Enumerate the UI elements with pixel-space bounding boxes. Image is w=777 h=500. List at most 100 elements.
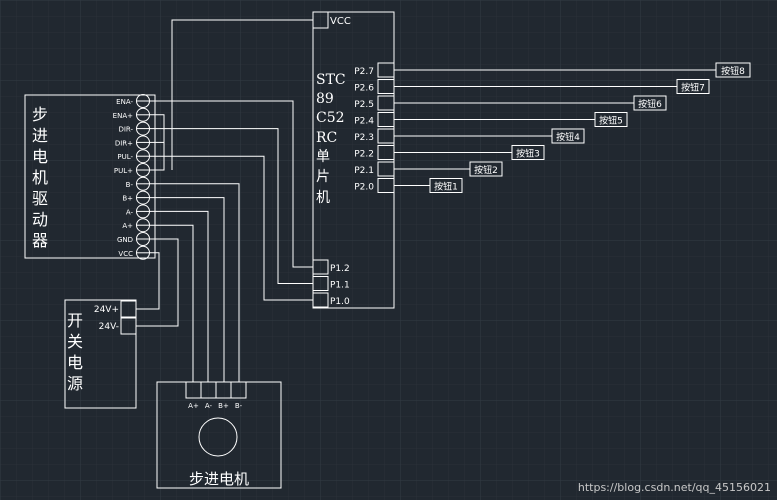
button-box xyxy=(594,112,628,127)
driver-terminal-circle xyxy=(136,135,150,150)
button-label: 按钮3 xyxy=(516,148,540,160)
mcu-p2-pin-box xyxy=(377,178,395,193)
driver-title-char: 驱 xyxy=(32,189,48,208)
button-label: 按钮6 xyxy=(638,98,662,110)
mcu-p1-pin-box xyxy=(312,259,329,275)
power-title-char: 源 xyxy=(67,374,83,393)
wire xyxy=(149,197,225,382)
wire xyxy=(136,238,179,327)
power-title-char: 电 xyxy=(67,353,83,372)
power-pin-box xyxy=(120,300,137,318)
wire xyxy=(149,183,240,382)
mcu-p2-pin-label: P2.4 xyxy=(354,117,374,127)
driver-pin-label: A- xyxy=(126,208,134,216)
mcu-title-char: C52 xyxy=(316,110,345,126)
mcu-p2-pin-label: P2.5 xyxy=(354,100,374,110)
mcu-p2-pin-label: P2.0 xyxy=(354,183,374,193)
mcu-p2-pin-box xyxy=(377,128,395,144)
mcu-p1-pin-label: P1.2 xyxy=(330,264,350,274)
mcu-title-char: 机 xyxy=(316,190,330,206)
button-label: 按钮8 xyxy=(721,65,745,77)
mcu-p1-pin-box xyxy=(312,276,329,291)
driver-terminal-circle xyxy=(136,149,150,164)
button-box xyxy=(633,95,667,111)
mcu-p2-pin-box xyxy=(377,62,395,78)
mcu-title-char: 片 xyxy=(316,169,330,185)
driver-terminal-circle xyxy=(136,190,150,205)
driver-pin-label: B+ xyxy=(122,195,133,203)
motor-pin-label: B- xyxy=(235,402,243,410)
driver-title-char: 机 xyxy=(32,168,48,187)
driver-terminal-circle xyxy=(136,232,150,246)
mcu-p2-pin-box xyxy=(377,161,395,177)
driver-terminal-circle xyxy=(136,163,150,177)
mcu-p1-pin-box xyxy=(312,292,329,308)
driver-title-char: 动 xyxy=(32,210,48,229)
motor-pin-label: B+ xyxy=(218,402,229,410)
driver-pin-label: B- xyxy=(126,181,134,189)
driver-title-char: 步 xyxy=(32,105,48,124)
power-title-char: 关 xyxy=(67,332,83,351)
driver-pin-label: VCC xyxy=(118,250,133,258)
wire xyxy=(149,224,194,382)
motor-pin-label: A+ xyxy=(188,402,199,410)
driver-terminal-circle xyxy=(136,121,150,136)
driver-terminal-circle xyxy=(136,94,150,108)
wire xyxy=(171,19,313,170)
mcu-p1-pin-label: P1.0 xyxy=(330,297,350,307)
stepper-motor-title: 步进电机 xyxy=(189,470,249,488)
power-pin-label: 24V- xyxy=(99,322,119,332)
driver-title-char: 器 xyxy=(32,231,48,250)
mcu-title-char: STC xyxy=(316,72,346,88)
driver-terminal-circle xyxy=(136,176,150,191)
wire xyxy=(149,155,313,301)
mcu-title-char: 单 xyxy=(316,149,330,165)
driver-pin-label: PUL+ xyxy=(114,167,133,175)
button-box xyxy=(676,79,710,94)
stepper-driver-box xyxy=(24,94,156,259)
driver-pin-label: DIR- xyxy=(118,126,133,134)
button-label: 按钮2 xyxy=(474,164,498,176)
driver-pin-label: ENA- xyxy=(116,98,133,106)
power-pin-label: 24V+ xyxy=(94,305,119,315)
wire xyxy=(149,100,313,268)
power-supply-box xyxy=(64,299,137,409)
driver-terminal-circle xyxy=(136,245,150,260)
driver-title-char: 电 xyxy=(32,147,48,166)
button-box xyxy=(715,62,751,78)
mcu-p2-pin-label: P2.7 xyxy=(354,67,374,77)
button-box xyxy=(511,145,545,160)
watermark: https://blog.csdn.net/qq_45156021 xyxy=(578,481,771,494)
wire xyxy=(149,128,313,284)
driver-pin-label: A+ xyxy=(122,222,133,230)
mcu-p2-pin-box xyxy=(377,145,395,160)
driver-pin-label: DIR+ xyxy=(115,139,133,147)
driver-terminal-circle xyxy=(136,218,150,233)
mcu-title-char: RC xyxy=(316,130,337,146)
driver-pin-label: GND xyxy=(117,236,133,244)
mcu-p2-pin-label: P2.2 xyxy=(354,150,374,160)
mcu-p2-pin-box xyxy=(377,112,395,127)
motor-pin-box xyxy=(230,381,247,399)
wire xyxy=(136,252,160,310)
power-pin-box xyxy=(120,317,137,335)
button-label: 按钮7 xyxy=(681,82,705,94)
mcu-title-char: 89 xyxy=(316,91,334,107)
wires xyxy=(136,19,716,382)
driver-pin-label: ENA+ xyxy=(113,112,133,120)
mcu-p2-pin-label: P2.3 xyxy=(354,133,374,143)
power-title-char: 开 xyxy=(67,311,83,330)
driver-pin-label: PUL- xyxy=(117,153,133,161)
mcu-p2-pin-label: P2.6 xyxy=(354,84,374,94)
button-label: 按钮5 xyxy=(599,115,623,127)
mcu-p1-pin-label: P1.1 xyxy=(330,281,350,291)
motor-pin-label: A- xyxy=(205,402,213,410)
mcu-p2-pin-box xyxy=(377,95,395,111)
